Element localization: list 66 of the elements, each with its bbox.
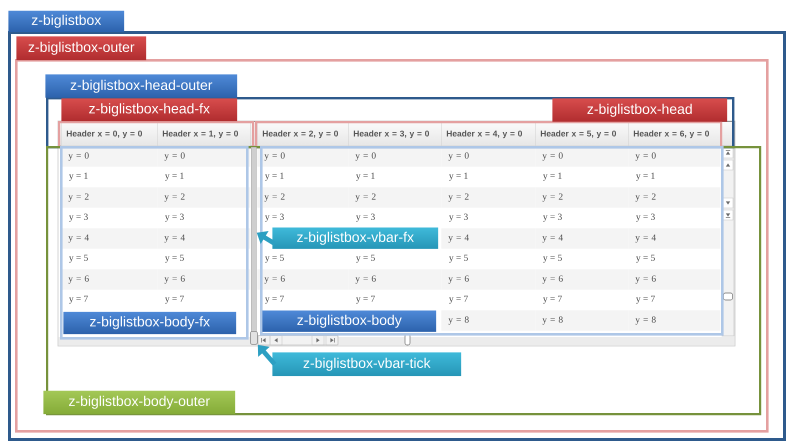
table-cell: y = 5 <box>165 254 184 263</box>
table-cell: y = 5 <box>636 254 655 263</box>
table-cell: y = 7 <box>265 296 284 304</box>
table-cell: y = 6 <box>257 269 348 290</box>
table-cell: y = 6 <box>535 269 628 290</box>
table-cell: y = 7 <box>636 296 655 304</box>
table-cell: y = 1 <box>265 172 284 181</box>
table-cell: y = 2 <box>628 187 720 208</box>
table-cell: y = 7 <box>356 296 375 304</box>
table-cell: y = 4 <box>441 228 536 249</box>
table-cell: y = 6 <box>157 269 250 290</box>
table-cell: y = 4 <box>157 228 250 249</box>
table-cell: y = 2 <box>348 187 442 208</box>
table-cell: y = 1 <box>449 172 468 181</box>
callout-label: z-biglistbox-vbar-fx <box>297 232 414 245</box>
column-header: Header x = 2, y = 0 <box>257 122 349 147</box>
drag-handle <box>250 331 258 345</box>
table-cell: y = 7 <box>449 296 468 304</box>
column-header: Header x = 4, y = 0 <box>441 122 536 147</box>
column-header: Header x = 5, y = 0 <box>535 122 629 147</box>
table-cell: y = 7 <box>165 296 184 304</box>
table-cell: y = 8 <box>535 310 628 331</box>
table-cell: y = 7 <box>543 296 562 304</box>
table-cell: y = 1 <box>543 172 562 181</box>
table-cell: y = 2 <box>441 187 536 208</box>
table-cell: y = 3 <box>543 214 562 222</box>
table-cell: y = 3 <box>636 214 655 222</box>
table-cell: y = 3 <box>265 214 284 222</box>
table-cell: y = 5 <box>265 254 284 263</box>
callout-label: z-biglistbox-vbar-tick <box>304 358 431 371</box>
table-cell: y = 2 <box>535 187 628 208</box>
table-cell: y = 4 <box>535 228 628 249</box>
table-cell: y = 5 <box>356 254 375 263</box>
table-cell: y = 2 <box>257 187 348 208</box>
node-label: z-biglistbox-head-fx <box>89 103 210 116</box>
node-label: z-biglistbox-head-outer <box>70 80 212 93</box>
table-cell: y = 4 <box>61 228 158 249</box>
table-cell: y = 3 <box>69 214 88 222</box>
table-cell: y = 4 <box>628 228 720 249</box>
table-cell: y = 6 <box>628 269 720 290</box>
column-header: Header x = 1, y = 0 <box>157 122 251 147</box>
table-cell: y = 1 <box>636 172 655 181</box>
table-cell: y = 3 <box>449 214 468 222</box>
node-label: z-biglistbox <box>32 14 102 28</box>
table-cell: y = 5 <box>69 254 88 263</box>
column-header: Header x = 0, y = 0 <box>61 122 158 147</box>
table-cell: y = 1 <box>69 172 88 181</box>
table-cell: y = 8 <box>628 310 720 331</box>
table-cell: y = 7 <box>69 296 88 304</box>
node-label: z-biglistbox-outer <box>28 42 134 55</box>
table-cell: y = 1 <box>356 172 375 181</box>
table-cell: y = 6 <box>441 269 536 290</box>
table-cell: y = 6 <box>61 269 158 290</box>
divider-bar <box>251 147 257 332</box>
table-cell: y = 5 <box>449 254 468 263</box>
column-header: Header x = 6, y = 0 <box>628 122 721 147</box>
table-cell: y = 3 <box>356 214 375 222</box>
table-cell: y = 3 <box>165 214 184 222</box>
column-header: Header x = 3, y = 0 <box>348 122 442 147</box>
table-cell: y = 2 <box>61 187 158 208</box>
table-cell: y = 2 <box>157 187 250 208</box>
node-label: z-biglistbox-head <box>587 104 692 117</box>
table-cell: y = 5 <box>543 254 562 263</box>
table-cell: y = 8 <box>441 310 536 331</box>
table-cell: y = 6 <box>348 269 442 290</box>
table-cell: y = 1 <box>165 172 184 181</box>
